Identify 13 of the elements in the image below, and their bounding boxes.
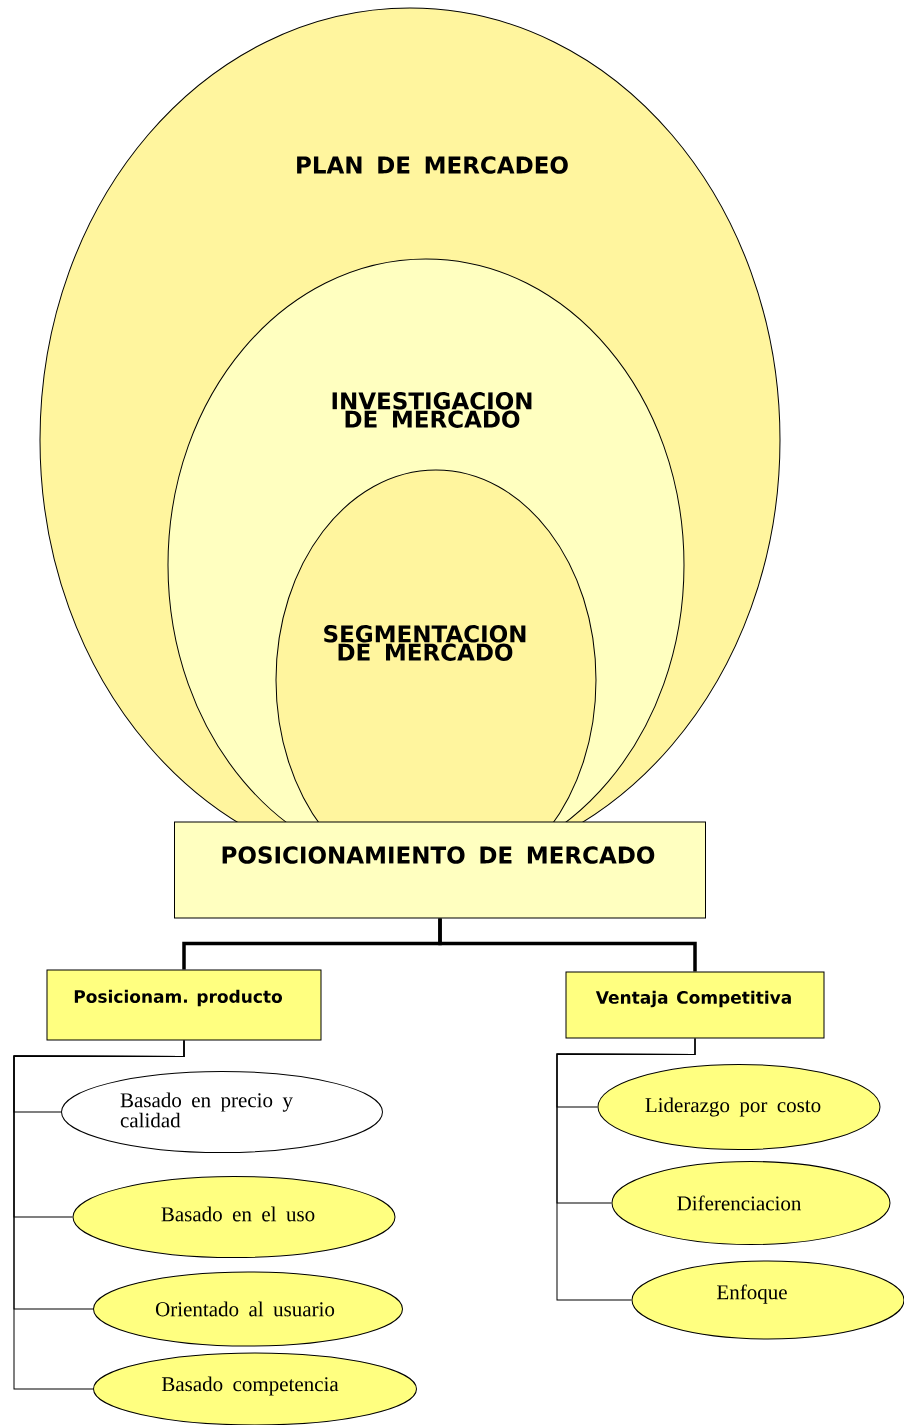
oval: Enfoque <box>631 1260 904 1340</box>
oval: Diferenciacion <box>611 1161 891 1245</box>
process-box: Posicionam. producto <box>46 969 322 1041</box>
oval: Orientado al usuario <box>93 1271 403 1347</box>
process-box: POSICIONAMIENTO DE MERCADO <box>174 821 706 919</box>
connector <box>438 918 697 972</box>
oval: Basado competencia <box>93 1352 417 1425</box>
oval: Basado en precio y calidad <box>61 1071 383 1153</box>
process-box: Ventaja Competitiva <box>565 971 825 1039</box>
oval: Basado en el uso <box>72 1176 396 1258</box>
oval: Liderazgo por costo <box>597 1064 881 1150</box>
connector <box>556 1038 696 1301</box>
connector <box>13 1040 185 1390</box>
